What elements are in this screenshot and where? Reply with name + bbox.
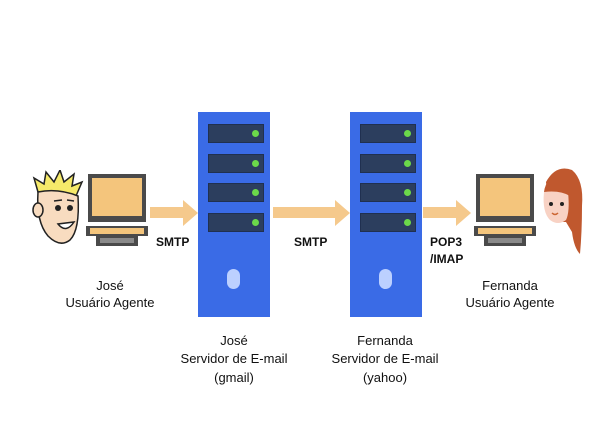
fernanda-server-icon bbox=[350, 112, 422, 317]
imap-label: /IMAP bbox=[430, 252, 464, 266]
pop3-imap-arrow bbox=[423, 200, 471, 226]
pop3-label: POP3 bbox=[430, 235, 463, 249]
jose-server-provider: (gmail) bbox=[214, 370, 254, 385]
jose-server-icon bbox=[198, 112, 270, 317]
jose-user-name: José bbox=[96, 278, 124, 293]
jose-server-name: José bbox=[220, 333, 248, 348]
fernanda-user-name: Fernanda bbox=[482, 278, 538, 293]
jose-computer-icon bbox=[86, 172, 148, 252]
smtp-arrow-server-to-server bbox=[273, 200, 350, 226]
boy-face-icon bbox=[32, 168, 84, 244]
fernanda-user-role: Usuário Agente bbox=[465, 295, 555, 310]
jose-avatar bbox=[30, 168, 86, 256]
fernanda-server-role: Servidor de E-mail bbox=[331, 351, 439, 366]
jose-server-role: Servidor de E-mail bbox=[180, 351, 288, 366]
fernanda-avatar bbox=[536, 162, 584, 262]
girl-face-icon bbox=[543, 168, 583, 254]
jose-user-role: Usuário Agente bbox=[65, 295, 155, 310]
fernanda-computer-icon bbox=[474, 172, 536, 252]
fernanda-server-provider: (yahoo) bbox=[362, 370, 408, 385]
smtp-arrow-user-to-server bbox=[150, 200, 198, 226]
smtp-label-1: SMTP bbox=[156, 235, 190, 249]
fernanda-server-name: Fernanda bbox=[357, 333, 413, 348]
smtp-label-2: SMTP bbox=[294, 235, 328, 249]
